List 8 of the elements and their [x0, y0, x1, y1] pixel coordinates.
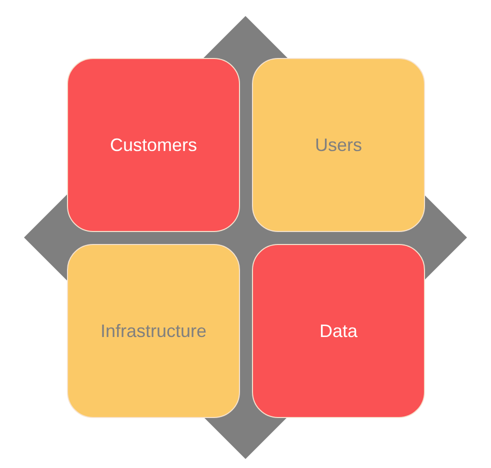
quadrant-label: Customers — [110, 134, 198, 156]
quadrant-box — [252, 58, 425, 232]
quadrant-label: Infrastructure — [100, 320, 207, 342]
quadrant-label: Data — [319, 320, 358, 342]
quadrant-box — [67, 58, 240, 232]
quadrant-box — [252, 244, 425, 418]
quadrant-box — [67, 244, 240, 418]
quadrant-label: Users — [314, 134, 362, 156]
